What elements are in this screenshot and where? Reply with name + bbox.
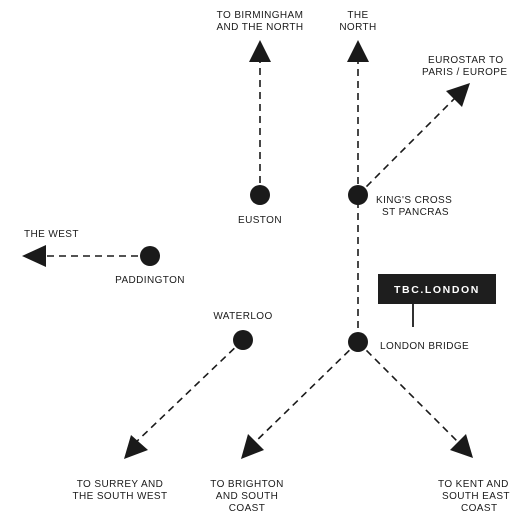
arrow-up-icon xyxy=(249,40,271,62)
station-waterloo xyxy=(233,330,253,350)
dest-birmingham-1: TO BIRMINGHAM xyxy=(217,10,304,21)
label-waterloo: WATERLOO xyxy=(213,311,272,322)
arrow-left-icon xyxy=(22,245,46,267)
arrow-up-icon xyxy=(347,40,369,62)
dest-eurostar-1: EUROSTAR TO xyxy=(428,55,504,66)
station-paddington xyxy=(140,246,160,266)
dest-kent-2: SOUTH EAST xyxy=(442,491,510,502)
dest-surrey-1: TO SURREY AND xyxy=(77,479,164,490)
route-london-bridge-kent xyxy=(357,341,463,447)
dest-west: THE WEST xyxy=(24,229,79,240)
arrow-down-left-icon xyxy=(241,434,264,459)
station-london-bridge xyxy=(348,332,368,352)
arrow-down-right-icon xyxy=(450,434,473,458)
label-kings-cross-2: ST PANCRAS xyxy=(382,207,449,218)
dest-surrey-2: THE SOUTH WEST xyxy=(72,491,167,502)
arrow-up-right-icon xyxy=(446,83,470,107)
label-london-bridge: LONDON BRIDGE xyxy=(380,341,469,352)
dest-brighton-1: TO BRIGHTON xyxy=(210,479,283,490)
brand-badge xyxy=(378,274,496,304)
dest-brighton-3: COAST xyxy=(229,503,265,514)
dest-north-1: THE xyxy=(347,10,368,21)
route-waterloo-surrey xyxy=(132,339,244,446)
brand-label: TBC.LONDON xyxy=(394,284,480,296)
dest-eurostar-2: PARIS / EUROPE xyxy=(422,67,507,78)
route-london-bridge-brighton xyxy=(251,341,359,446)
dest-brighton-2: AND SOUTH xyxy=(216,491,279,502)
dest-north-2: NORTH xyxy=(339,22,376,33)
dest-birmingham-2: AND THE NORTH xyxy=(216,22,303,33)
dest-kent-1: TO KENT AND xyxy=(438,479,509,490)
arrow-down-left-icon xyxy=(124,435,148,459)
label-paddington: PADDINGTON xyxy=(115,275,185,286)
label-euston: EUSTON xyxy=(238,215,282,226)
label-kings-cross-1: KING'S CROSS xyxy=(376,195,452,206)
route-kings-cross-eurostar xyxy=(357,95,458,196)
station-kings-cross xyxy=(348,185,368,205)
station-euston xyxy=(250,185,270,205)
dest-kent-3: COAST xyxy=(461,503,497,514)
